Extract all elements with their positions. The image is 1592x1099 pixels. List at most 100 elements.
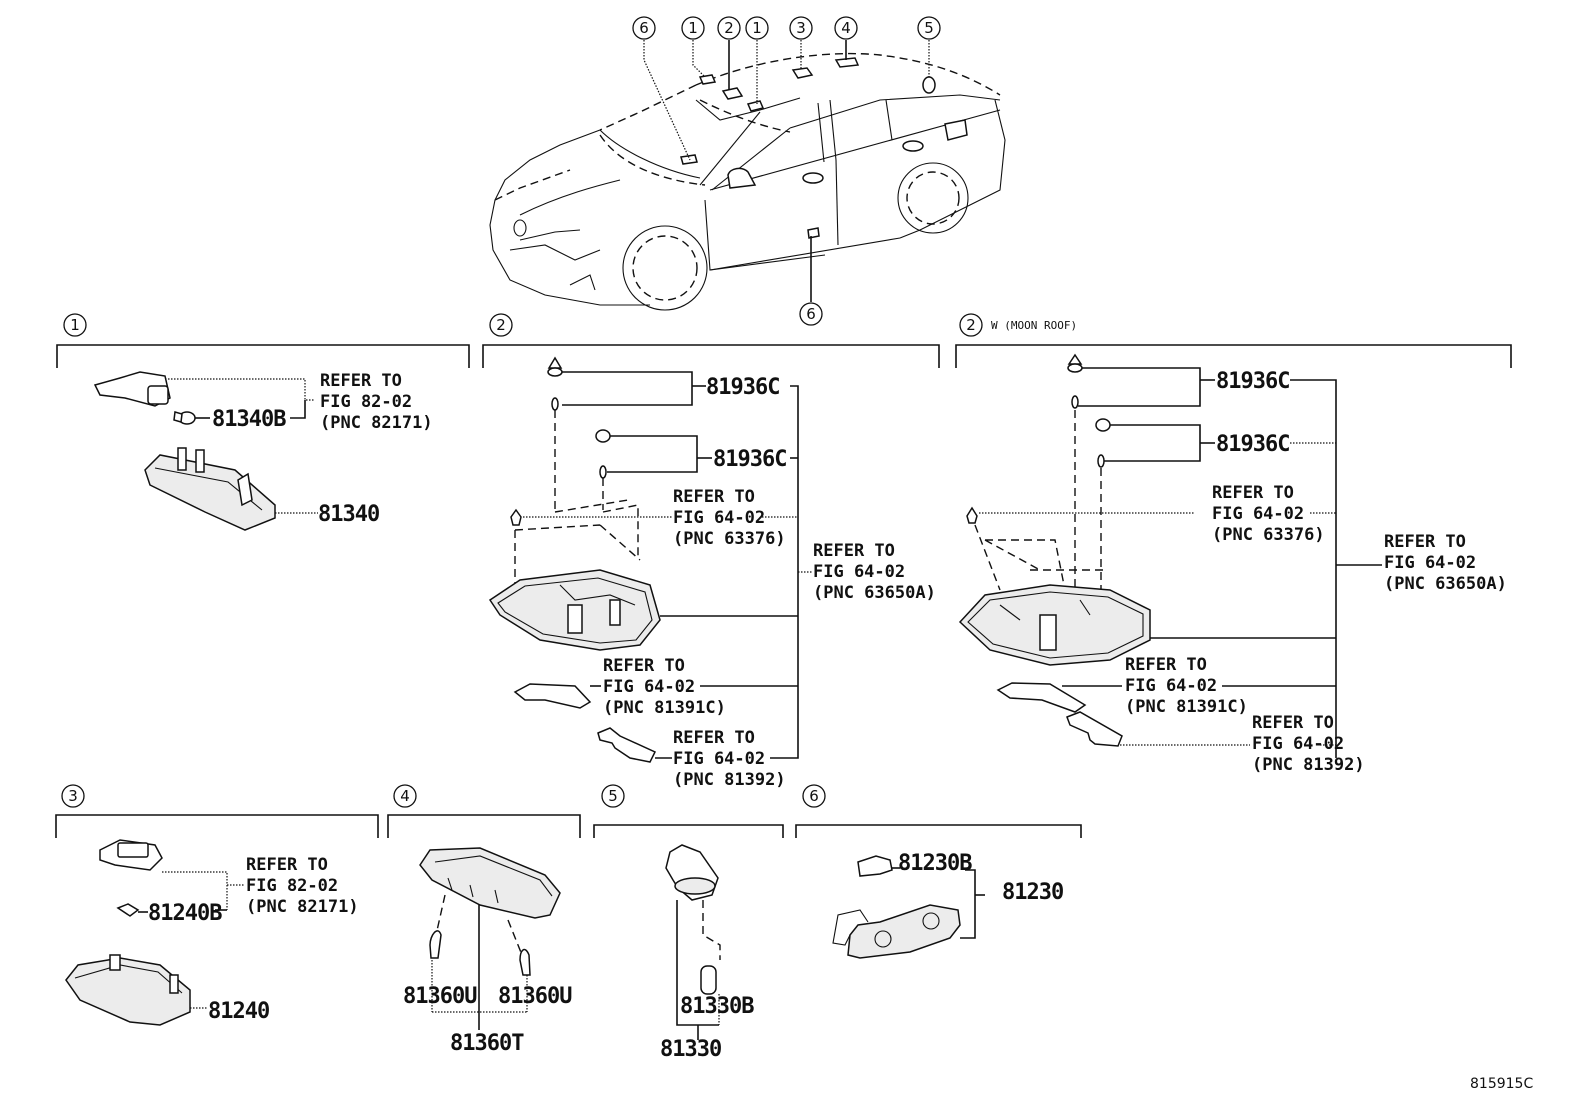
refer-line-3: (PNC 81391C) [603,698,726,718]
section-bracket [482,344,940,368]
callout-number: 1 [752,19,762,37]
clip-part[interactable] [547,356,563,377]
lamp-housing-81340[interactable] [144,447,276,531]
part-number-81330[interactable]: 81330 [660,1037,722,1062]
clip-part[interactable] [1067,353,1083,373]
refer-note-63650A[interactable]: REFER TO FIG 64-02 (PNC 63650A) [1384,532,1507,594]
cap-part[interactable] [1095,418,1111,432]
section-1-header: 1 [63,313,87,337]
overview-callout-6-top[interactable]: 6 [632,16,656,40]
lens-81392[interactable] [597,727,657,763]
section-number: 5 [608,787,618,805]
cap-pin-part[interactable] [1097,454,1105,468]
refer-note-81392[interactable]: REFER TO FIG 64-02 (PNC 81392) [673,728,786,790]
part-number-81936C[interactable]: 81936C [713,447,787,472]
refer-note-81391C[interactable]: REFER TO FIG 64-02 (PNC 81391C) [1125,655,1248,717]
part-number-81360U[interactable]: 81360U [498,984,573,1009]
lens-81391C[interactable] [513,683,592,709]
section-number: 3 [68,787,78,805]
part-number-81330B[interactable]: 81330B [680,994,755,1019]
section-subtitle: W (MOON ROOF) [991,319,1077,332]
bulb-part-81360U-left[interactable] [429,930,442,959]
section-3-header: 3 [61,784,85,808]
section-2w-header: 2 W (MOON ROOF) [959,313,1077,337]
trunk-lamp-housing[interactable] [665,844,719,901]
bulb-part-81330B[interactable] [700,965,717,995]
cap-pin-part[interactable] [599,465,607,479]
socket-part[interactable] [93,371,171,407]
section-5-header: 5 [601,784,625,808]
map-lamp-housing[interactable] [958,584,1151,666]
overview-callout-5[interactable]: 5 [917,16,941,40]
part-number-81340[interactable]: 81340 [318,502,380,527]
lamp-housing-81240[interactable] [65,954,191,1026]
courtesy-lamp-housing[interactable] [832,904,961,959]
refer-line-1: REFER TO [246,855,328,875]
overview-leaders [643,40,930,302]
callout-number: 3 [796,19,806,37]
refer-line-3: (PNC 63376) [1212,525,1325,545]
part-number-81360T[interactable]: 81360T [450,1031,525,1056]
refer-line-3: (PNC 81392) [1252,755,1365,775]
section-bracket [56,344,470,368]
part-number-81340B[interactable]: 81340B [212,407,287,432]
bulb-part-81240B[interactable] [116,903,140,917]
figure-code: 815915C [1470,1076,1533,1092]
refer-note-82171[interactable]: REFER TO FIG 82-02 (PNC 82171) [246,855,359,917]
screw-part[interactable] [510,508,522,526]
callout-number: 2 [724,19,734,37]
part-number-81240B[interactable]: 81240B [148,901,223,926]
part-number-81230B[interactable]: 81230B [898,851,973,876]
callout-number: 6 [639,19,649,37]
overview-callout-2[interactable]: 2 [717,16,741,40]
section-2-header: 2 [489,313,513,337]
bulb-part-81230B[interactable] [857,855,893,877]
cap-part[interactable] [595,429,611,443]
overview-callout-3[interactable]: 3 [789,16,813,40]
lens-81391C[interactable] [996,682,1087,713]
bulb-part-81340B[interactable] [173,411,196,425]
part-number-81230[interactable]: 81230 [1002,880,1064,905]
section-number: 4 [400,787,410,805]
bulb-part-81360U-right[interactable] [519,948,531,976]
section-bracket [955,344,1512,368]
refer-line-2: FIG 64-02 [673,749,765,769]
section-5: 5 81330B 81330 [593,784,784,1062]
refer-note-63650A[interactable]: REFER TO FIG 64-02 (PNC 63650A) [813,541,936,603]
section-2: 2 81936C 81936C [482,313,940,790]
screw-part[interactable] [966,506,978,524]
section-4: 4 81360U 81360U 81360T [387,784,581,1056]
callout-number: 1 [688,19,698,37]
map-lamp-housing[interactable] [488,569,661,651]
socket-part[interactable] [99,839,163,871]
refer-line-1: REFER TO [603,656,685,676]
part-number-81936C[interactable]: 81936C [1216,369,1290,394]
section-3: 3 81240B REFER TO FIG 82-02 (PNC 82171) … [55,784,379,1026]
clip-pin-part[interactable] [551,397,559,411]
section-bracket [55,814,379,838]
refer-note-63376[interactable]: REFER TO FIG 64-02 (PNC 63376) [673,487,786,549]
refer-line-1: REFER TO [1125,655,1207,675]
refer-note-82171[interactable]: REFER TO FIG 82-02 (PNC 82171) [320,371,433,433]
callout-number: 5 [924,19,934,37]
refer-note-81391C[interactable]: REFER TO FIG 64-02 (PNC 81391C) [603,656,726,718]
refer-line-2: FIG 64-02 [673,508,765,528]
refer-note-81392[interactable]: REFER TO FIG 64-02 (PNC 81392) [1252,713,1365,775]
part-number-81936C[interactable]: 81936C [706,375,780,400]
section-bracket [593,824,784,838]
overview-callout-6-bottom[interactable]: 6 [799,302,823,326]
refer-line-1: REFER TO [813,541,895,561]
part-number-81936C[interactable]: 81936C [1216,432,1290,457]
refer-line-3: (PNC 82171) [246,897,359,917]
room-lamp-housing[interactable] [419,847,561,919]
section-6-header: 6 [802,784,826,808]
lens-81392[interactable] [1066,711,1123,747]
part-number-81360U[interactable]: 81360U [403,984,478,1009]
overview-callout-1-left[interactable]: 1 [681,16,705,40]
overview-callout-4[interactable]: 4 [834,16,858,40]
clip-pin-part[interactable] [1071,395,1079,409]
overview-callout-1-right[interactable]: 1 [745,16,769,40]
refer-line-3: (PNC 81391C) [1125,697,1248,717]
refer-note-63376[interactable]: REFER TO FIG 64-02 (PNC 63376) [1212,483,1325,545]
part-number-81240[interactable]: 81240 [208,999,270,1024]
